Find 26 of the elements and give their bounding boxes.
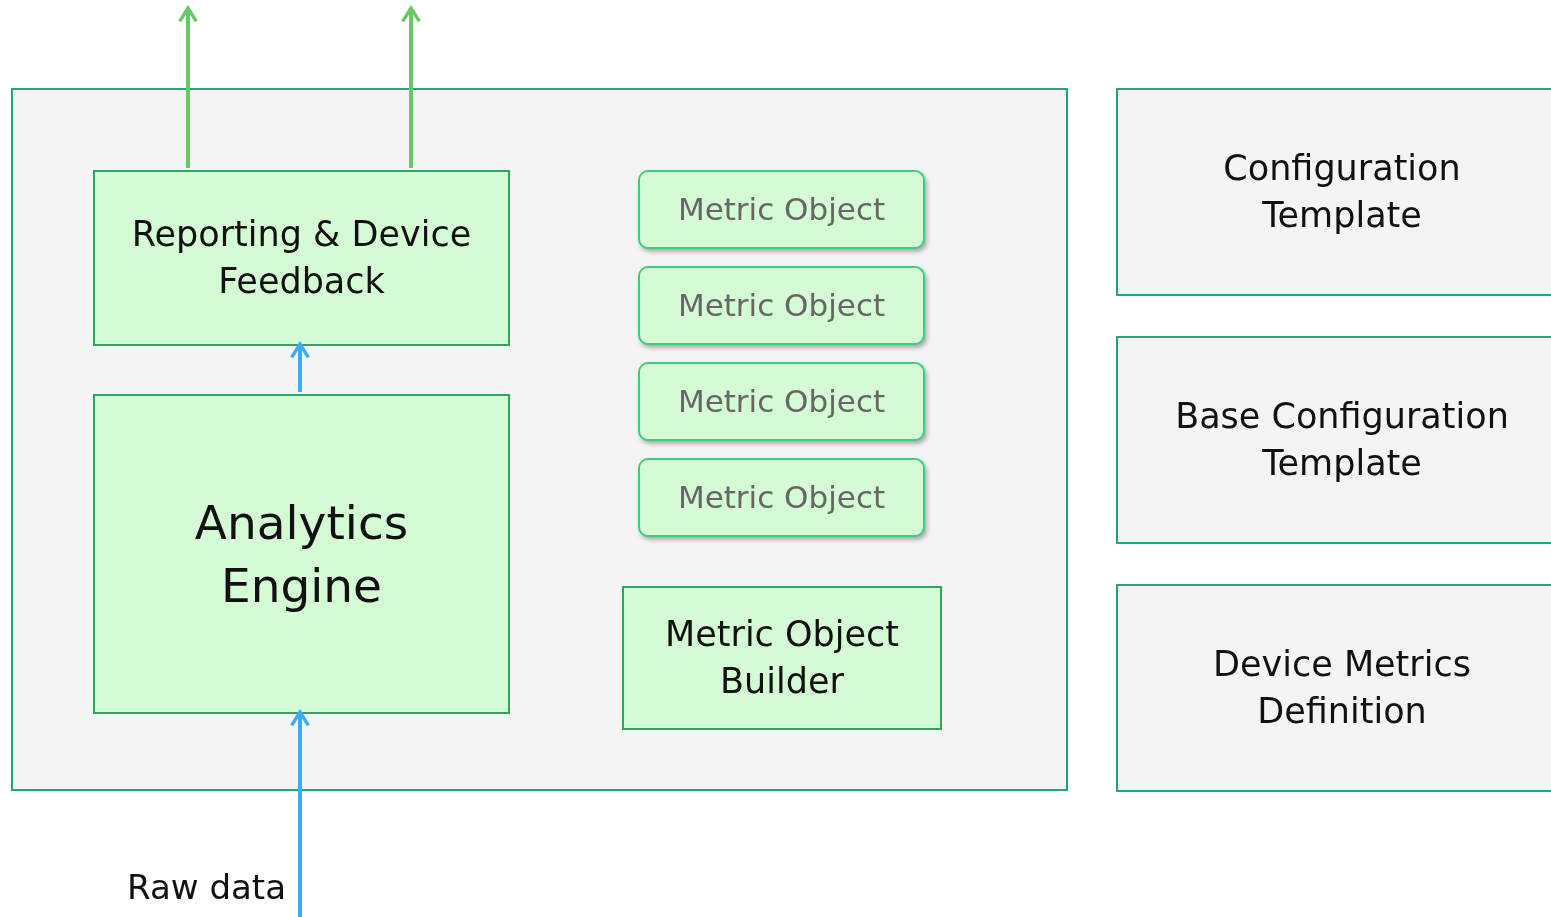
arrow bbox=[290, 710, 310, 917]
object-box bbox=[638, 458, 925, 537]
process-box bbox=[93, 170, 510, 346]
process-box bbox=[93, 394, 510, 714]
definition-box bbox=[1116, 336, 1551, 544]
edge-label: Raw data bbox=[127, 867, 286, 907]
box-label: Base Configuration Template bbox=[1174, 394, 1510, 485]
box-label: Metric Object Builder bbox=[664, 612, 900, 703]
container-panel bbox=[11, 88, 1068, 791]
box-label: Device Metrics Definition bbox=[1212, 642, 1472, 733]
box-label: Analytics Engine bbox=[193, 493, 410, 615]
definition-box bbox=[1116, 584, 1551, 792]
box-label: Metric Object bbox=[676, 285, 887, 325]
box-label: Metric Object bbox=[676, 189, 887, 229]
object-box bbox=[638, 362, 925, 441]
box-label: Reporting & Device Feedback bbox=[130, 212, 473, 303]
box-label: Configuration Template bbox=[1222, 146, 1462, 237]
definition-box bbox=[1116, 88, 1551, 296]
process-box bbox=[622, 586, 942, 730]
arrow bbox=[401, 6, 421, 168]
box-label: Metric Object bbox=[676, 381, 887, 421]
arrow bbox=[290, 342, 310, 392]
box-label: Metric Object bbox=[676, 477, 887, 517]
object-box bbox=[638, 266, 925, 345]
arrow bbox=[178, 6, 198, 168]
object-box bbox=[638, 170, 925, 249]
